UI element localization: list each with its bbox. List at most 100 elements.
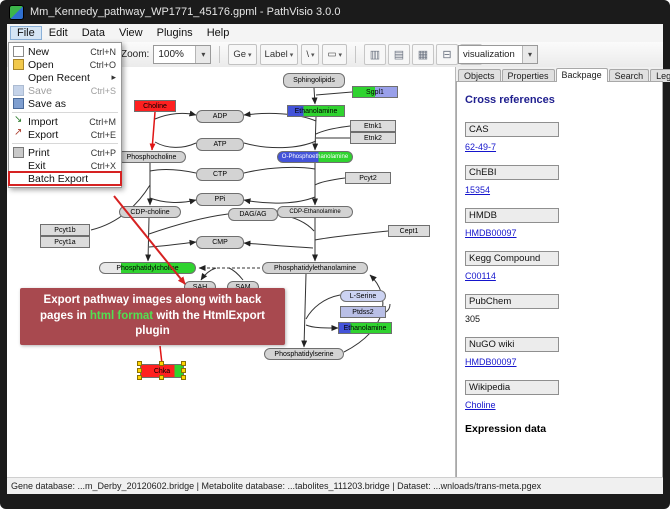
selection-handle[interactable] [137,368,142,373]
selection-handle[interactable] [159,361,164,366]
pathway-edge[interactable] [154,141,197,148]
zoom-combobox[interactable]: 100% ▾ [153,45,212,64]
line-tool-button[interactable]: \▾ [301,44,320,65]
pathway-edge[interactable] [314,230,389,241]
tab-backpage[interactable]: Backpage [555,68,608,82]
menu-data[interactable]: Data [81,27,105,39]
node-ethanolamine-top[interactable]: Ethanolamine [287,105,345,117]
selection-handle[interactable] [181,361,186,366]
pathway-edge[interactable] [312,116,319,151]
pathway-edge[interactable] [305,294,341,320]
dropdown-arrow-icon[interactable]: ▾ [310,51,315,59]
node-phosphatidylcholine[interactable]: Phosphatidylcholine [99,262,196,274]
pathway-edge[interactable] [148,239,197,248]
selection-handle[interactable] [137,361,142,366]
pathway-edge[interactable] [145,217,152,262]
align-center-y-button[interactable]: ▤ [387,44,410,65]
menu-view[interactable]: View [118,27,143,39]
xref-link[interactable]: C00114 [465,271,496,281]
align-center-x-button[interactable]: ▥ [363,44,386,65]
pathway-edge[interactable] [243,196,316,205]
pathway-edge[interactable] [200,267,217,281]
tab-objects[interactable]: Objects [458,69,501,82]
dropdown-arrow-icon[interactable]: ▾ [248,51,252,59]
xref-link[interactable]: Choline [465,400,496,410]
node-o-phosphoethanolamine[interactable]: O-Phosphoethanolamine [277,151,353,163]
node-ppi[interactable]: PPi [196,193,244,206]
xref-link[interactable]: HMDB00097 [465,228,517,238]
menu-item-open-recent[interactable]: Open Recent▸ [9,71,121,84]
pathway-edge[interactable] [301,273,308,348]
xref-link[interactable]: HMDB00097 [465,357,517,367]
tab-properties[interactable]: Properties [501,69,555,82]
node-adp[interactable]: ADP [196,110,244,123]
pathway-canvas[interactable]: Export pathway images along with back pa… [7,67,456,478]
zoom-dropdown-arrow-icon[interactable]: ▾ [195,46,211,63]
node-l-serine[interactable]: L-Serine [340,290,386,302]
shape-tool-button[interactable]: ▭▾ [322,44,347,65]
node-dag[interactable]: DAG/AG [228,208,278,221]
menu-help[interactable]: Help [206,27,230,39]
xref-link[interactable]: 62-49-7 [465,142,497,152]
node-atp[interactable]: ATP [196,138,244,151]
pathway-edge[interactable] [243,111,317,122]
node-ctp[interactable]: CTP [196,168,244,181]
pathway-edge[interactable] [315,125,351,135]
dropdown-arrow-icon[interactable]: ▾ [338,51,342,59]
tab-search[interactable]: Search [608,69,650,82]
pathway-edge[interactable] [314,177,346,186]
pathway-edge[interactable] [243,166,316,174]
datanode-tool-button[interactable]: Ge▾ [228,44,257,65]
dropdown-arrow-icon[interactable]: ▾ [289,51,294,59]
pathway-edge[interactable] [243,240,314,249]
visualization-combobox[interactable]: visualization ▾ [458,45,538,64]
pathway-edge[interactable] [149,169,197,174]
titlebar[interactable]: Mm_Kennedy_pathway_WP1771_45176.gpml - P… [0,0,670,24]
node-pcyt1a[interactable]: Pcyt1a [40,236,90,248]
node-pcyt1b[interactable]: Pcyt1b [40,224,90,236]
menu-edit[interactable]: Edit [48,27,68,39]
pathway-edge[interactable] [154,110,197,120]
menu-item-save-as[interactable]: Save as [9,97,121,110]
node-ptdss2[interactable]: Ptdss2 [340,306,386,318]
pathway-edge[interactable] [228,267,244,281]
pathway-edge[interactable] [243,140,317,149]
node-pcyt2[interactable]: Pcyt2 [345,172,391,184]
common-width-button[interactable]: ⊟ [435,44,458,65]
node-cept1[interactable]: Cept1 [388,225,430,237]
visualization-dropdown-arrow-icon[interactable]: ▾ [522,46,537,63]
menu-file[interactable]: File [10,26,42,40]
tab-legend[interactable]: Legend [650,69,670,82]
node-etnk2[interactable]: Etnk2 [350,132,396,144]
node-phosphatidylethanolamine[interactable]: Phosphatidylethanolamine [262,262,368,274]
label-tool-button[interactable]: Label▾ [259,44,299,65]
node-cdp-ethanolamine[interactable]: CDP-Ethanolamine [277,206,353,218]
node-cmp[interactable]: CMP [196,236,244,249]
node-phosphatidylserine[interactable]: Phosphatidylserine [264,348,344,360]
align-left-button[interactable]: ▦ [411,44,434,65]
node-phosphocholine[interactable]: Phosphocholine [117,151,186,163]
pathway-edge[interactable] [305,324,339,331]
pathway-edge[interactable] [149,197,197,205]
menu-plugins[interactable]: Plugins [156,27,193,39]
selection-handle[interactable] [137,375,142,380]
selection-handle[interactable] [181,375,186,380]
node-cdp-choline[interactable]: CDP-choline [119,206,181,218]
pathway-edge[interactable] [311,87,318,105]
pathway-edge[interactable] [315,91,353,96]
menu-item-batch-export[interactable]: Batch Export [8,171,122,186]
pathway-edge[interactable] [149,111,156,151]
node-sphingolipids[interactable]: Sphingolipids [283,73,345,88]
pathway-edge[interactable] [385,303,391,313]
selection-handle[interactable] [181,368,186,373]
node-choline[interactable]: Choline [134,100,176,112]
node-etnk1[interactable]: Etnk1 [350,120,396,132]
node-ethanolamine-bottom[interactable]: Ethanolamine [338,322,392,334]
xref-link[interactable]: 15354 [465,185,491,195]
